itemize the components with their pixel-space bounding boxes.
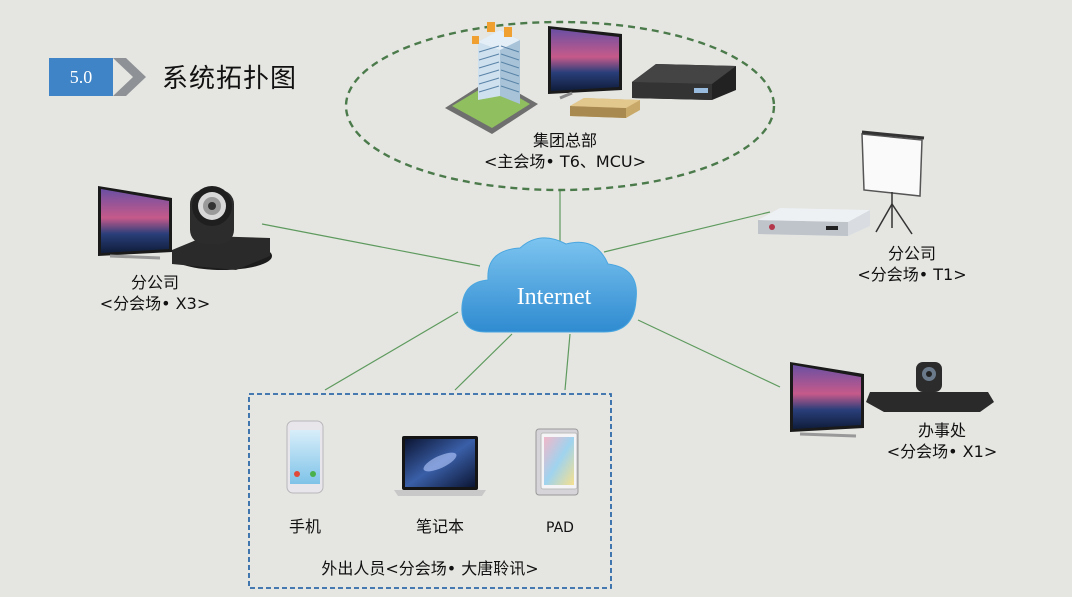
hq-ellipse	[344, 20, 776, 192]
office-role: <分会场• X1>	[886, 442, 998, 461]
mcu-server-icon	[632, 64, 736, 100]
branch-left-tv-icon	[98, 186, 172, 260]
branch-right-role: <分会场• T1>	[857, 265, 967, 284]
branch-left-role: <分会场• X3>	[99, 294, 211, 313]
link-office	[637, 319, 781, 388]
hq-role: <主会场• T6、MCU>	[484, 152, 646, 171]
internet-label: Internet	[516, 284, 592, 310]
terminal-box-icon	[570, 98, 640, 118]
link-branch-right	[603, 211, 771, 253]
mobile-group-box	[248, 393, 612, 589]
link-mobile-3	[564, 333, 571, 391]
device-label-laptop: 笔记本	[415, 517, 464, 536]
office-label: 办事处 <分会场• X1>	[876, 420, 1008, 462]
videobar-icon	[866, 362, 994, 412]
smartphone-icon	[286, 420, 324, 494]
section-number-badge: 5.0	[49, 58, 113, 96]
branch-right-label: 分公司 <分会场• T1>	[848, 243, 976, 285]
laptop-icon	[394, 436, 486, 496]
office-building-icon	[445, 22, 538, 134]
device-label-tablet: PAD	[546, 520, 574, 536]
header-chevron	[113, 58, 146, 96]
link-mobile-1	[324, 311, 459, 391]
page-title: 系统拓扑图	[162, 64, 298, 94]
tablet-icon	[535, 428, 579, 496]
device-label-phone: 手机	[288, 517, 321, 536]
link-branch-left	[261, 223, 481, 267]
link-lines	[261, 190, 781, 391]
link-mobile-2	[454, 333, 513, 391]
branch-right-terminal-icon	[758, 208, 870, 236]
mobile-group-label: 外出人员<分会场• 大唐聆讯>	[321, 559, 539, 578]
ptz-camera-icon	[172, 186, 272, 270]
branch-left-label: 分公司 <分会场• X3>	[90, 272, 220, 314]
internet-cloud-icon	[461, 237, 637, 333]
projector-screen-icon	[861, 130, 925, 235]
branch-left-name: 分公司	[130, 273, 179, 292]
branch-right-name: 分公司	[887, 244, 936, 263]
hq-label: 集团总部 <主会场• T6、MCU>	[480, 130, 650, 172]
tv-monitor-icon	[548, 26, 622, 100]
office-tv-icon	[790, 362, 864, 438]
office-name: 办事处	[917, 421, 966, 440]
hq-name: 集团总部	[532, 131, 597, 150]
